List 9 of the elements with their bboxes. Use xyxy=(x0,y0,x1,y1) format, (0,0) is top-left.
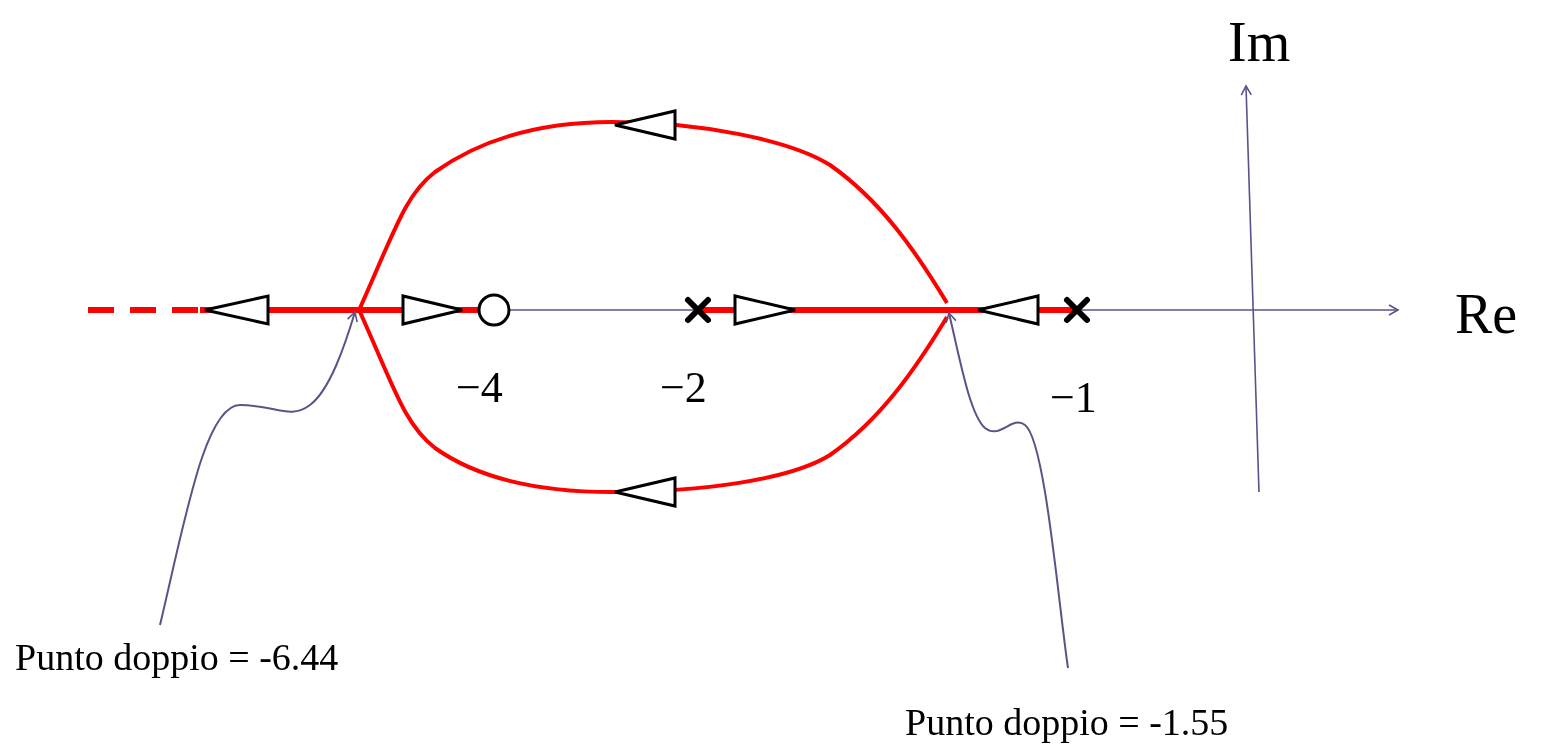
axis-label: Re xyxy=(1455,286,1518,342)
tick-label: −2 xyxy=(660,366,707,410)
annotation-text: Punto doppio = -1.55 xyxy=(905,702,1229,744)
annotation-text: Punto doppio = -6.44 xyxy=(15,637,339,679)
axis-label: Im xyxy=(1228,14,1291,70)
tick-label: −4 xyxy=(456,366,503,410)
tick-label: −1 xyxy=(1050,376,1097,420)
leader-line xyxy=(945,312,1069,669)
leader-line xyxy=(159,311,358,626)
